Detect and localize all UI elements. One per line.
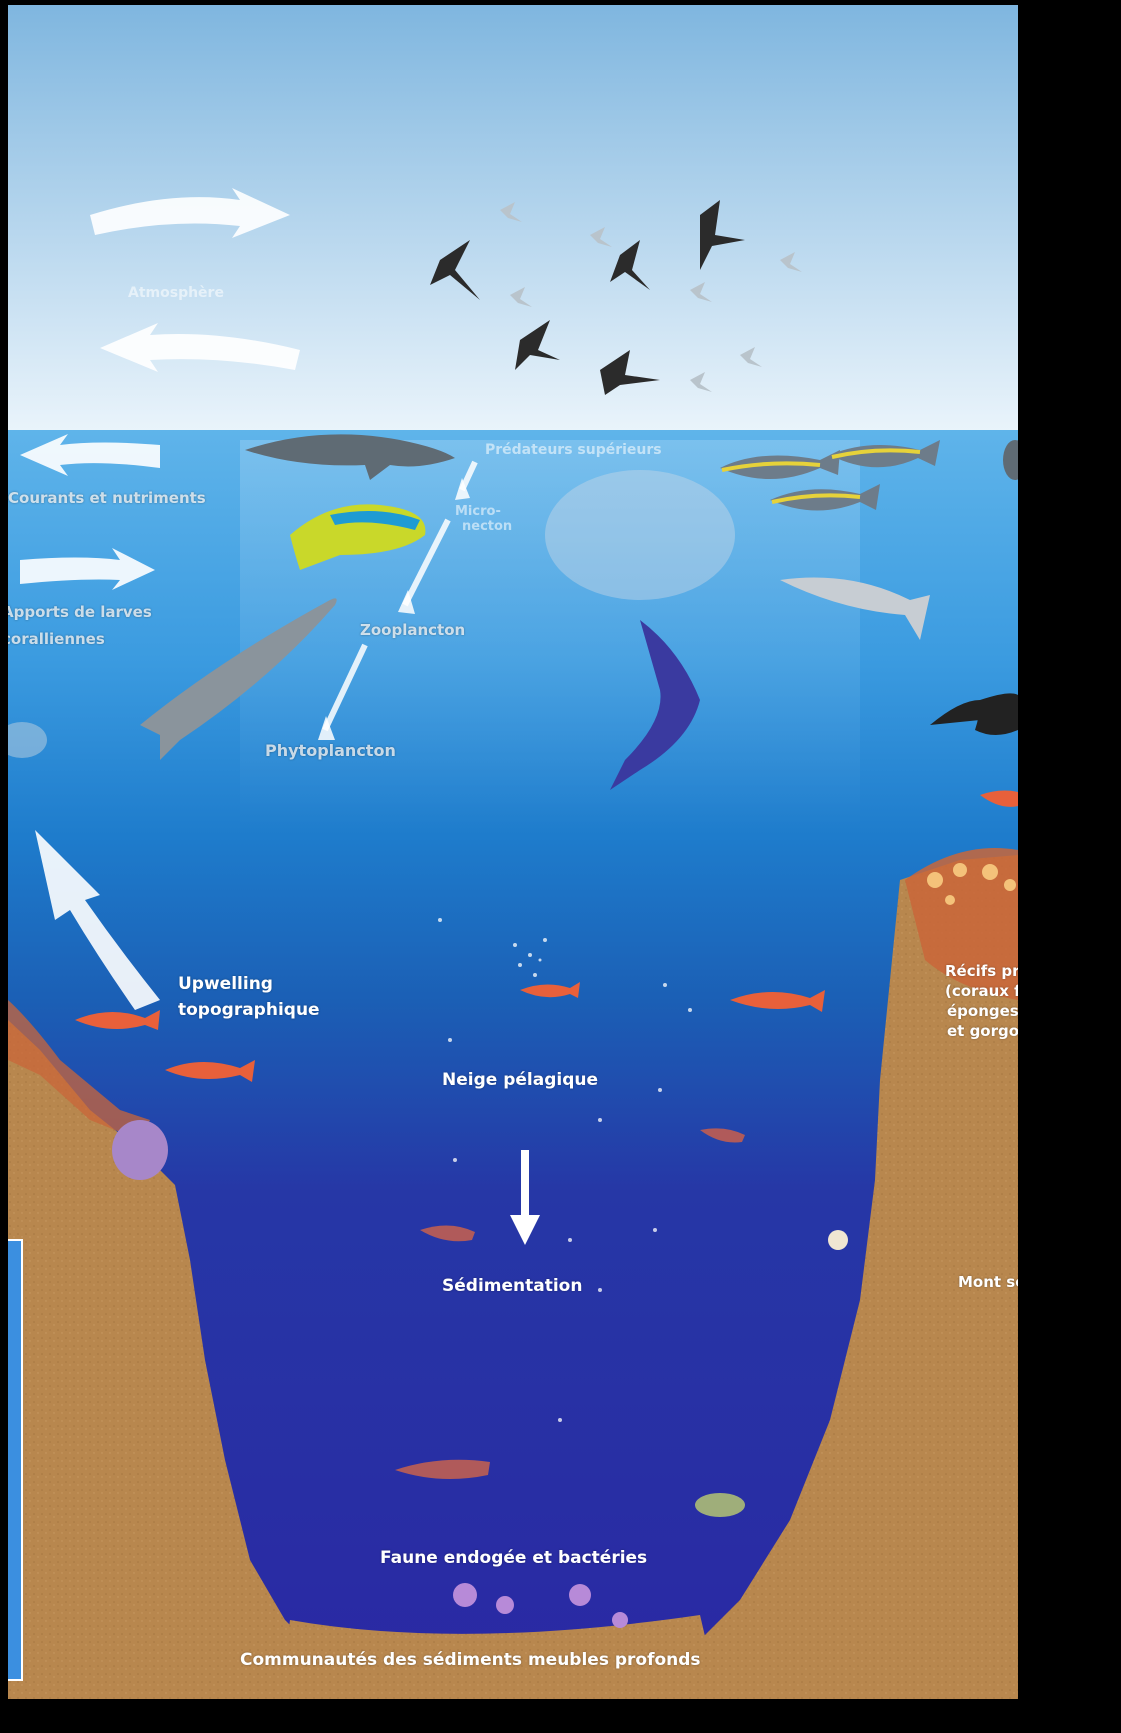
- label-atmosphere: Atmosphère: [128, 283, 224, 304]
- label-currents: Courants et nutriments: [8, 488, 206, 509]
- left-sea-sponge: [112, 1120, 168, 1180]
- label-upwelling-line1: Upwelling: [178, 974, 273, 995]
- label-sedimentation: Sédimentation: [442, 1276, 582, 1297]
- frame-bottom: [0, 1699, 1121, 1729]
- frame-right: [1018, 0, 1121, 1729]
- nautilus: [828, 1230, 848, 1250]
- label-reefs-line3: éponges: [947, 1002, 1019, 1021]
- frame-left: [0, 0, 8, 1729]
- label-necton-line1: Micro-: [455, 504, 501, 519]
- baitfish-school: [545, 470, 735, 600]
- label-necton-line2: necton: [462, 519, 512, 534]
- label-endogenous-fauna: Faune endogée et bactéries: [380, 1548, 647, 1569]
- label-phytoplankton: Phytoplancton: [265, 740, 396, 761]
- label-zooplankton: Zooplancton: [360, 620, 465, 641]
- label-larvae-line1: Apports de larves: [2, 602, 152, 623]
- label-upwelling-line2: topographique: [178, 1000, 320, 1021]
- sea-cucumber: [695, 1493, 745, 1517]
- photic-zone-glow: [240, 440, 860, 830]
- left-inset-bar: [8, 1240, 22, 1680]
- label-top-predators: Prédateurs supérieurs: [485, 440, 662, 461]
- label-larvae-line2: coralliennes: [2, 629, 105, 650]
- label-deep-sediment: Communautés des sédiments meubles profon…: [240, 1650, 701, 1671]
- frame-top: [0, 0, 1121, 5]
- label-marine-snow: Neige pélagique: [442, 1070, 598, 1091]
